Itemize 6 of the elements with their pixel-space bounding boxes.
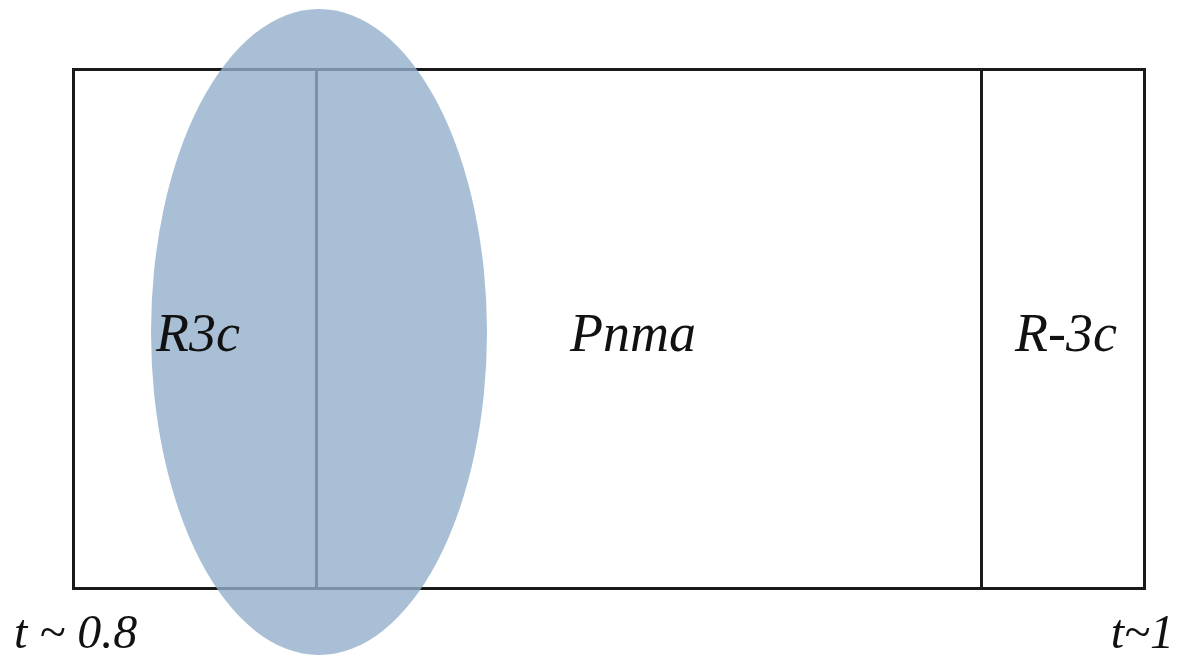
axis-value-label: t~1 xyxy=(1110,604,1174,659)
phase-label: R-3c xyxy=(1015,302,1117,364)
phase-label: Pnma xyxy=(570,302,696,364)
phase-label: R3c xyxy=(156,302,240,364)
phase-region xyxy=(980,68,1146,590)
axis-value-label: t ~ 0.8 xyxy=(14,604,138,659)
